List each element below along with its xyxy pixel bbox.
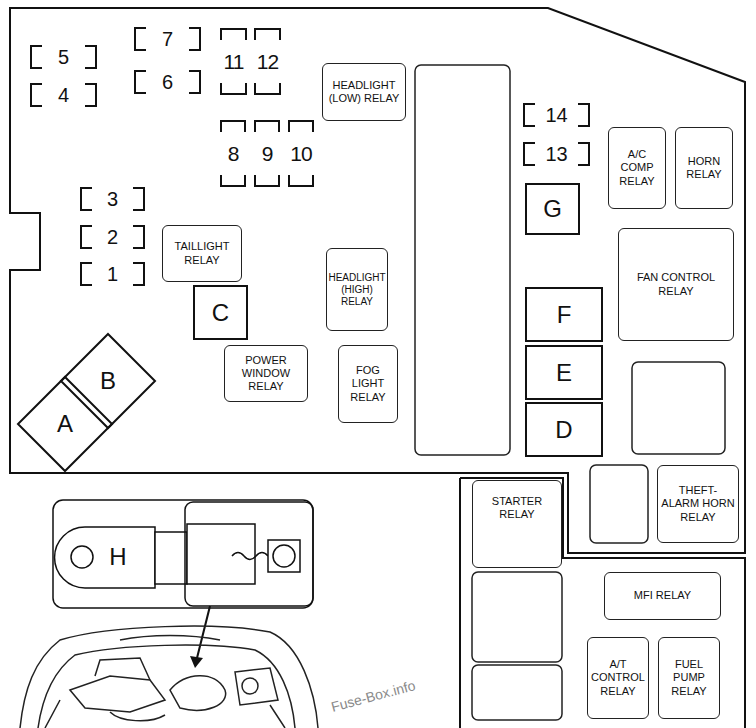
relay-box: STARTER RELAY: [472, 480, 562, 568]
watermark: Fuse-Box.info: [329, 677, 417, 715]
fuse-number: 1: [107, 264, 118, 284]
fuse-number: 10: [290, 143, 311, 164]
fuse-block: A: [17, 376, 113, 472]
relay-name: POWER WINDOW RELAY: [228, 354, 304, 394]
fuse-number: F: [557, 301, 572, 329]
fuse-slot: 11: [220, 28, 247, 95]
fuse-block: F: [525, 287, 603, 342]
fuse-number: 5: [58, 47, 69, 67]
fuse-number: 14: [545, 105, 567, 125]
fuse-slot: 10: [288, 120, 314, 187]
fuse-number: 7: [162, 29, 173, 49]
relay-name: HEADLIGHT (HIGH) RELAY: [328, 272, 385, 308]
fuse-block: C: [193, 285, 248, 340]
fuse-slot: 5: [30, 45, 97, 69]
fuse-number: D: [555, 416, 572, 444]
fuse-slot: 8: [220, 120, 246, 187]
relay-box: HEADLIGHT (LOW) RELAY: [322, 63, 406, 121]
relay-name: HORN RELAY: [679, 155, 729, 181]
relay-box: FAN CONTROL RELAY: [618, 228, 734, 341]
fuse-slot: 1: [80, 262, 145, 286]
fuse-block: G: [525, 183, 580, 235]
relay-box: THEFT-ALARM HORN RELAY: [657, 465, 739, 543]
fuse-number: C: [212, 299, 229, 327]
relay-name: FAN CONTROL RELAY: [622, 271, 730, 297]
relay-name: THEFT-ALARM HORN RELAY: [661, 484, 735, 524]
fuse-slot: 4: [30, 83, 97, 107]
fuse-number: 8: [228, 143, 239, 164]
fuse-number: 3: [107, 189, 118, 209]
relay-box: A/C COMP RELAY: [608, 127, 666, 209]
relay-name: HEADLIGHT (LOW) RELAY: [326, 79, 402, 105]
relay-box: MFI RELAY: [604, 572, 721, 620]
relay-box: HORN RELAY: [675, 127, 733, 209]
relay-box: FUEL PUMP RELAY: [658, 637, 720, 719]
fuse-slot: 12: [254, 28, 281, 95]
fuse-slot: 7: [134, 27, 201, 51]
fuse-slot: 13: [523, 142, 590, 166]
fuse-number: 13: [545, 144, 567, 164]
fuse-number: 6: [162, 72, 173, 92]
fuse-block: E: [525, 345, 603, 400]
relay-box: HEADLIGHT (HIGH) RELAY: [326, 248, 388, 331]
fuse-block: D: [525, 402, 603, 457]
fuse-number: 11: [224, 51, 244, 72]
fuse-number: 4: [58, 85, 69, 105]
fuse-block: B: [60, 333, 156, 429]
fuse-number: 2: [107, 227, 118, 247]
relay-box: POWER WINDOW RELAY: [224, 345, 308, 402]
fuse-slot: 2: [80, 225, 145, 249]
relay-name: STARTER RELAY: [476, 495, 558, 521]
relay-name: A/T CONTROL RELAY: [591, 658, 645, 698]
fuse-slot: 3: [80, 187, 145, 211]
relay-name: MFI RELAY: [634, 589, 691, 602]
fuse-number: H: [109, 543, 126, 571]
fuse-number: 9: [262, 143, 273, 164]
relay-name: A/C COMP RELAY: [612, 148, 662, 188]
fuse-number: E: [556, 359, 572, 387]
fuse-slot: 14: [523, 103, 590, 127]
relay-box: FOG LIGHT RELAY: [338, 345, 398, 423]
relay-box: TAILLIGHT RELAY: [162, 225, 242, 282]
terminal-label: H: [100, 539, 136, 575]
fuse-number: B: [100, 367, 116, 395]
relay-name: FOG LIGHT RELAY: [342, 364, 394, 404]
relay-name: TAILLIGHT RELAY: [166, 240, 238, 266]
fuse-number: A: [57, 410, 73, 438]
fuse-slot: 9: [254, 120, 280, 187]
relay-box: A/T CONTROL RELAY: [587, 637, 649, 719]
fuse-number: 12: [257, 51, 278, 72]
relay-name: FUEL PUMP RELAY: [662, 658, 716, 698]
fuse-slot: 6: [134, 70, 201, 94]
fuse-number: G: [543, 195, 562, 223]
